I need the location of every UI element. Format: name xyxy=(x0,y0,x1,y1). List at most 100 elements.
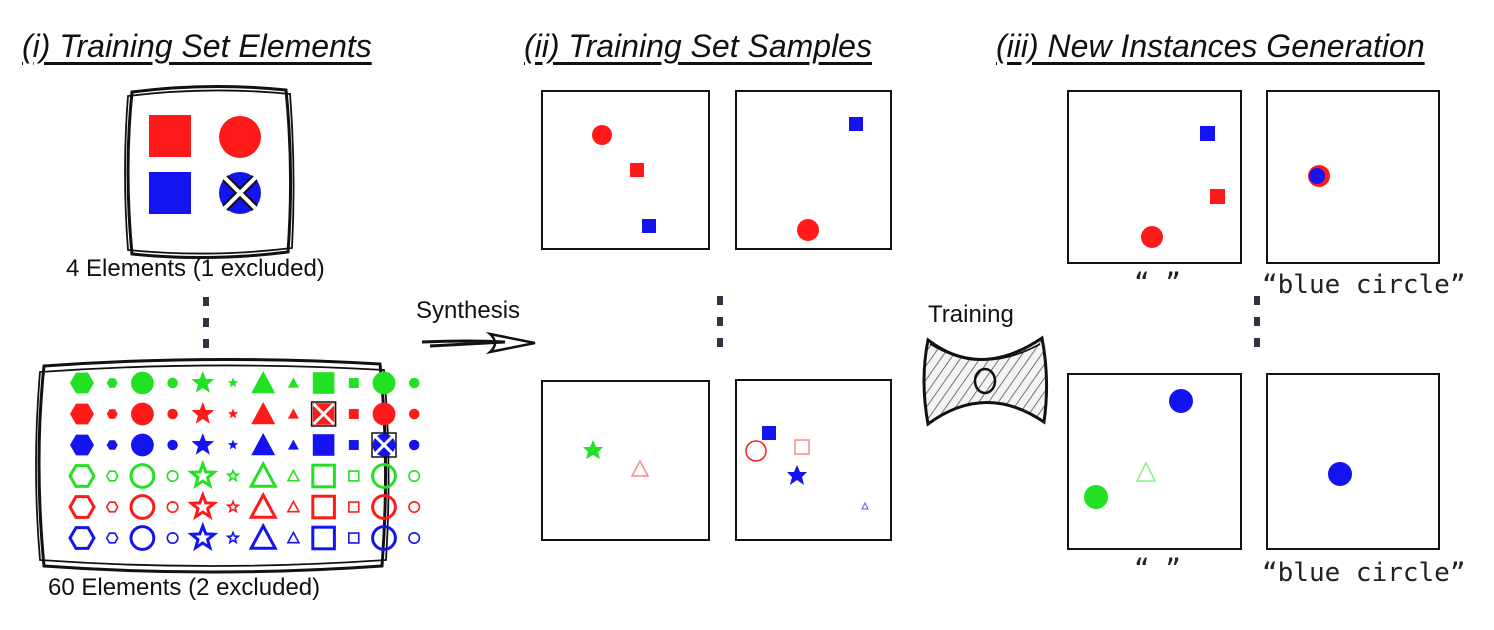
excluded-frame xyxy=(371,432,397,458)
grid-element xyxy=(131,402,154,426)
grid-element xyxy=(191,371,215,393)
grid-element xyxy=(167,439,178,451)
grid-element xyxy=(251,433,276,456)
grid-element xyxy=(106,378,118,388)
grid-element xyxy=(191,433,215,455)
sample-panel-2 xyxy=(735,90,892,250)
grid-element xyxy=(129,525,156,551)
grid-element xyxy=(166,500,179,514)
grid-element xyxy=(187,521,219,552)
generated-panel-1 xyxy=(1067,90,1242,264)
grid-element xyxy=(287,408,299,419)
generated-caption-prompt-top: “blue circle” xyxy=(1262,270,1466,300)
grid-element xyxy=(348,378,359,388)
grid-element xyxy=(251,371,276,394)
grid-element xyxy=(348,440,359,450)
grid-element xyxy=(187,459,219,490)
grid-element xyxy=(105,532,119,544)
elements-title: (i) Training Set Elements xyxy=(22,28,372,64)
sample-panel-3 xyxy=(541,380,710,541)
grid-element xyxy=(408,439,420,451)
grid-element xyxy=(408,500,421,514)
grid-element xyxy=(312,372,335,394)
grid-element xyxy=(187,490,219,521)
grid-element xyxy=(227,377,239,388)
grid-element xyxy=(225,499,241,514)
samples-title: (ii) Training Set Samples xyxy=(524,28,872,64)
grid-element xyxy=(287,439,299,450)
generated-panel-4 xyxy=(1266,373,1440,550)
excluded-cross-icon xyxy=(372,433,396,457)
generation-title: (iii) New Instances Generation xyxy=(996,28,1425,64)
grid-element xyxy=(372,402,396,426)
training-icon xyxy=(922,335,1049,427)
grid-element xyxy=(167,408,178,420)
grid-element xyxy=(286,530,301,544)
large-elements-box xyxy=(35,357,421,574)
grid-element xyxy=(251,402,276,425)
grid-element xyxy=(348,409,359,419)
grid-element xyxy=(227,408,239,419)
generated-panel-2 xyxy=(1266,90,1440,264)
grid-element xyxy=(70,403,94,425)
samples-ellipsis-dots xyxy=(717,296,723,347)
sample-panel-4 xyxy=(735,379,892,541)
grid-element xyxy=(248,522,278,550)
ellipsis-dots xyxy=(203,297,209,348)
grid-element xyxy=(348,470,360,482)
grid-element xyxy=(348,532,360,544)
grid-element xyxy=(311,525,336,551)
excluded-frame xyxy=(310,401,337,427)
grid-element xyxy=(408,408,420,420)
grid-element xyxy=(371,525,397,551)
small-elements-box xyxy=(124,84,295,260)
grid-element xyxy=(311,494,336,520)
grid-element xyxy=(167,377,178,389)
blue-square-icon xyxy=(149,172,191,214)
grid-element xyxy=(348,501,360,513)
grid-element xyxy=(312,434,335,456)
grid-element xyxy=(248,491,278,519)
element-grid xyxy=(68,371,421,552)
grid-element xyxy=(408,377,420,389)
generated-caption-empty-top: “ ” xyxy=(1134,268,1181,298)
grid-element xyxy=(105,470,119,482)
grid-element xyxy=(225,530,241,545)
grid-element xyxy=(371,494,397,520)
generated-panel-3 xyxy=(1067,373,1242,550)
grid-element xyxy=(105,501,119,513)
grid-element xyxy=(70,372,94,394)
grid-element xyxy=(372,371,396,395)
excluded-cross-icon xyxy=(312,402,335,426)
grid-element xyxy=(129,463,156,489)
grid-element xyxy=(68,464,96,488)
grid-element xyxy=(286,499,301,513)
synthesis-arrow xyxy=(421,331,536,355)
grid-element xyxy=(106,440,118,450)
synthesis-label: Synthesis xyxy=(416,297,521,324)
grid-element xyxy=(166,531,179,545)
grid-element xyxy=(191,402,215,424)
grid-element xyxy=(248,460,278,488)
grid-element xyxy=(225,468,241,483)
grid-element xyxy=(287,377,299,388)
grid-element xyxy=(311,463,336,489)
grid-element xyxy=(129,494,156,520)
red-square-icon xyxy=(149,115,191,157)
training-label: Training xyxy=(928,301,1014,328)
grid-element xyxy=(408,531,421,545)
grid-element xyxy=(286,468,301,482)
grid-element xyxy=(408,469,421,483)
large-elements-caption: 60 Elements (2 excluded) xyxy=(48,574,321,601)
generated-caption-empty-bottom: “ ” xyxy=(1134,554,1181,584)
grid-element xyxy=(106,409,118,419)
grid-element xyxy=(371,463,397,489)
grid-element xyxy=(131,433,154,457)
generated-caption-prompt-bottom: “blue circle” xyxy=(1262,558,1466,588)
grid-element xyxy=(70,434,94,456)
grid-element xyxy=(166,469,179,483)
grid-element xyxy=(131,371,154,395)
red-circle-icon xyxy=(219,116,261,158)
small-elements-caption: 4 Elements (1 excluded) xyxy=(66,255,325,282)
